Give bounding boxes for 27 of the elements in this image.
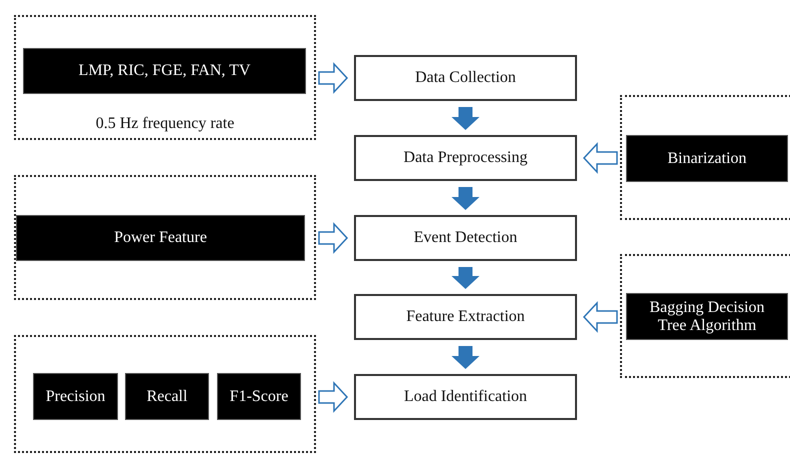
process-box: Data Preprocessing: [354, 135, 577, 181]
dotted-group-frame: [620, 95, 790, 220]
input-box: Binarization: [626, 135, 788, 182]
dotted-group-frame: [14, 15, 316, 140]
input-box: Recall: [125, 373, 209, 420]
process-box: Load Identification: [354, 374, 577, 420]
annotation-text: 0.5 Hz frequency rate: [96, 115, 234, 133]
block-arrow: [452, 346, 480, 369]
block-arrow: [452, 187, 480, 210]
dotted-group-frame: [14, 175, 316, 300]
dotted-group-frame: [620, 254, 790, 378]
outline-arrow: [318, 381, 348, 413]
process-box: Feature Extraction: [354, 294, 577, 340]
input-box: Bagging Decision Tree Algorithm: [626, 293, 788, 340]
outline-arrow: [318, 222, 348, 254]
input-box: Power Feature: [16, 215, 305, 261]
process-box: Event Detection: [354, 215, 577, 261]
outline-arrow: [318, 62, 348, 94]
input-box: Precision: [33, 373, 118, 420]
input-box: LMP, RIC, FGE, FAN, TV: [23, 48, 306, 94]
block-arrow: [452, 267, 480, 289]
input-box: F1-Score: [217, 373, 301, 420]
outline-arrow: [582, 301, 618, 333]
outline-arrow: [582, 142, 618, 174]
block-arrow: [452, 107, 480, 130]
process-box: Data Collection: [354, 55, 577, 101]
dotted-group-frame: [14, 335, 316, 453]
